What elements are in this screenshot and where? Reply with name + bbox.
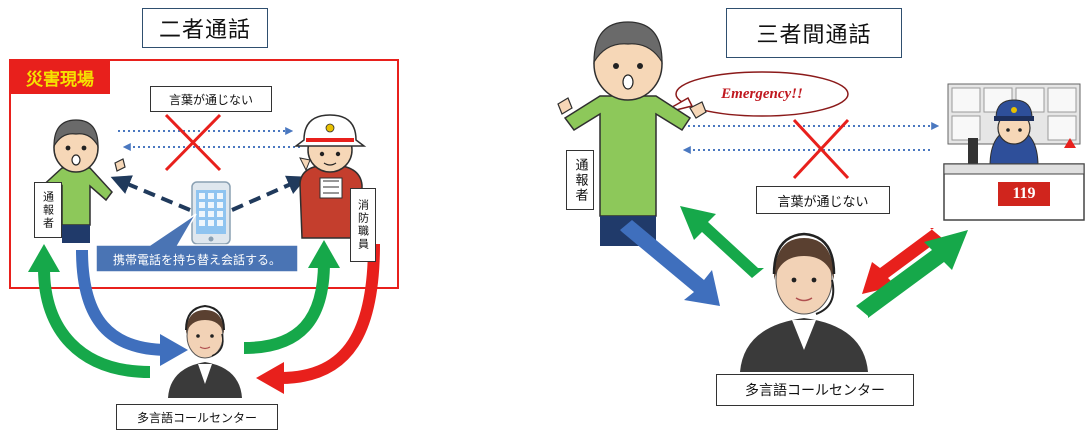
- desk-number-119: 119: [1012, 185, 1036, 202]
- left-phone-dashed-arrows: [110, 175, 308, 212]
- left-dotted-arrows: [118, 127, 300, 151]
- arrow-red-firefighter-to-center: [279, 243, 380, 384]
- right-dotted-arrows: [682, 122, 940, 154]
- right-reporter-label: 通報者: [566, 150, 594, 210]
- disaster-zone-tag: 災害現場: [26, 69, 94, 90]
- left-no-communication-label: 言葉が通じない: [150, 86, 272, 112]
- right-call-center-label: 多言語コールセンター: [716, 374, 914, 406]
- right-panel-title: 三者間通話: [726, 8, 902, 58]
- right-cross-icon: [792, 118, 850, 180]
- firefighter-label: 消防職員: [350, 188, 376, 262]
- arrow-red-police-to-center: [862, 228, 942, 294]
- arrow-red-head: [256, 362, 284, 394]
- speech-bubble-text: Emergency!!: [721, 85, 803, 102]
- arrow-blue-reporter-to-center-right: [620, 220, 720, 306]
- disaster-tag-bg: [10, 60, 110, 94]
- operator-figure-right: [740, 232, 868, 372]
- arrow-green-center-to-police: [856, 230, 968, 318]
- phone-callout-shape: [95, 213, 299, 273]
- left-panel-title: 二者通話: [142, 8, 268, 48]
- arrow-green-center-to-reporter-right: [680, 206, 764, 278]
- firefighter-figure: [293, 114, 367, 239]
- police-desk-figure: [943, 83, 1085, 221]
- arrow-green-head-right: [308, 240, 340, 268]
- arrow-blue-head: [160, 334, 188, 366]
- arrow-green-head-left: [28, 244, 60, 272]
- left-reporter-label: 通報者: [34, 182, 62, 238]
- arrow-green-center-to-reporter: [38, 267, 151, 378]
- arrow-green-center-to-firefighter: [243, 261, 330, 354]
- right-no-communication-label: 言葉が通じない: [756, 186, 890, 214]
- smartphone-icon: [191, 181, 231, 245]
- left-cross-icon: [164, 113, 222, 172]
- disaster-zone-frame: [9, 59, 399, 289]
- left-call-center-label: 多言語コールセンター: [116, 404, 278, 430]
- arrow-blue-reporter-to-center: [76, 249, 169, 356]
- operator-figure-left: [168, 304, 242, 398]
- phone-callout-text: 携帯電話を持ち替え会話する。: [112, 252, 281, 267]
